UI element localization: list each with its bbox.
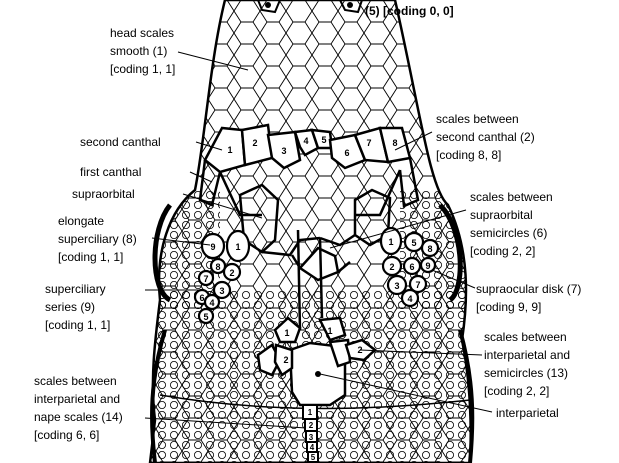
right-eye-number: 3 bbox=[394, 281, 399, 291]
label-line: smooth (1) bbox=[110, 44, 168, 58]
label-line: [coding 6, 6] bbox=[34, 428, 100, 442]
canthal-scale-row bbox=[198, 123, 420, 217]
label-line: semicircles (13) bbox=[484, 366, 569, 380]
canthal-number: 3 bbox=[281, 146, 286, 156]
canthal-number: 5 bbox=[321, 135, 326, 145]
head-scales-label: head scales smooth (1) [coding 1, 1] bbox=[110, 24, 175, 78]
snout-scales bbox=[257, 0, 363, 14]
label-line: series (9) bbox=[45, 300, 96, 314]
right-eye-number: 2 bbox=[389, 262, 394, 272]
nape-scale-row bbox=[302, 404, 319, 463]
left-eye-number: 4 bbox=[209, 298, 214, 308]
leader-lines bbox=[144, 51, 493, 429]
canthal-number: 6 bbox=[344, 148, 349, 158]
right-eye-number: 4 bbox=[407, 294, 412, 304]
label-line: interparietal and bbox=[484, 348, 571, 362]
coding-label-top-right: (5) [coding 0, 0] bbox=[365, 4, 454, 18]
first-canthal-label: first canthal bbox=[80, 165, 142, 179]
superciliary-series-label: superciliary series (9) [coding 1, 1] bbox=[45, 280, 110, 334]
label-line: scales between bbox=[436, 112, 519, 126]
nape-number: 1 bbox=[308, 408, 313, 417]
interparietal-left-number: 1 bbox=[284, 328, 289, 338]
elongate-superciliary-label: elongate superciliary (8) [coding 1, 1] bbox=[58, 212, 137, 266]
label-line: [coding 1, 1] bbox=[58, 250, 124, 264]
label-line: supraorbital bbox=[470, 208, 533, 222]
interparietal-region bbox=[256, 229, 377, 407]
right-eye-number: 7 bbox=[415, 280, 420, 290]
interparietal-nape-label: scales between interparietal and nape sc… bbox=[34, 372, 123, 444]
label-line: interparietal and bbox=[34, 392, 121, 406]
supraorbital-semicircles-label: scales between supraorbital semicircles … bbox=[470, 188, 553, 260]
canthal-number: 1 bbox=[227, 145, 232, 155]
nape-number: 5 bbox=[311, 453, 316, 462]
second-canthal-between-label: scales between second canthal (2) [codin… bbox=[436, 110, 535, 164]
label-line: [coding 1, 1] bbox=[110, 62, 176, 76]
nape-number: 4 bbox=[310, 443, 315, 452]
second-canthal-label: second canthal bbox=[80, 135, 161, 149]
label-line: elongate bbox=[58, 214, 105, 228]
right-eye-number: 1 bbox=[388, 237, 393, 247]
label-line: semicircles (6) bbox=[470, 226, 548, 240]
canthal-number: 7 bbox=[366, 138, 371, 148]
supraorbital-label: supraorbital bbox=[72, 187, 135, 201]
right-eye-number: 9 bbox=[425, 261, 430, 271]
left-eye-number: 9 bbox=[210, 242, 215, 252]
label-line: [coding 2, 2] bbox=[470, 244, 536, 258]
left-eye-number: 3 bbox=[219, 286, 224, 296]
label-line: [coding 2, 2] bbox=[484, 384, 550, 398]
interparietal-label: interparietal bbox=[496, 406, 559, 420]
nape-number: 2 bbox=[309, 421, 314, 430]
right-eye-number: 8 bbox=[427, 244, 432, 254]
label-line: nape scales (14) bbox=[34, 410, 123, 424]
right-supraocular-disk bbox=[379, 226, 440, 308]
interparietal-right-number: 1 bbox=[327, 326, 332, 336]
label-line: [coding 8, 8] bbox=[436, 148, 502, 162]
right-eye-number: 6 bbox=[409, 262, 414, 272]
left-eye-number: 1 bbox=[235, 242, 240, 252]
canthal-number: 4 bbox=[303, 136, 308, 146]
label-line: superciliary bbox=[45, 282, 106, 296]
left-eye-number: 8 bbox=[215, 262, 220, 272]
label-line: head scales bbox=[110, 26, 175, 40]
label-line: scales between bbox=[470, 190, 553, 204]
left-eye-number: 6 bbox=[199, 293, 204, 303]
label-line: [coding 1, 1] bbox=[45, 318, 111, 332]
label-line: scales between bbox=[484, 330, 567, 344]
interparietal-left-number: 2 bbox=[283, 355, 288, 365]
label-line: second canthal (2) bbox=[436, 130, 535, 144]
left-eye-number: 2 bbox=[229, 268, 234, 278]
parietal-eye bbox=[315, 371, 321, 377]
label-line: [coding 9, 9] bbox=[476, 300, 542, 314]
canthal-number: 2 bbox=[252, 138, 257, 148]
right-eye-number: 5 bbox=[411, 238, 416, 248]
label-line: superciliary (8) bbox=[58, 232, 137, 246]
label-line: scales between bbox=[34, 374, 117, 388]
canthal-number: 8 bbox=[392, 138, 397, 148]
left-superciliary-group bbox=[193, 229, 251, 325]
label-line: supraocular disk (7) bbox=[476, 282, 582, 296]
left-eye-number: 7 bbox=[203, 274, 208, 284]
interparietal-semicircles-label: scales between interparietal and semicir… bbox=[484, 328, 570, 400]
nape-number: 3 bbox=[309, 433, 314, 442]
supraocular-disk-label: supraocular disk (7) [coding 9, 9] bbox=[476, 280, 581, 316]
left-eye-number: 5 bbox=[203, 312, 208, 322]
